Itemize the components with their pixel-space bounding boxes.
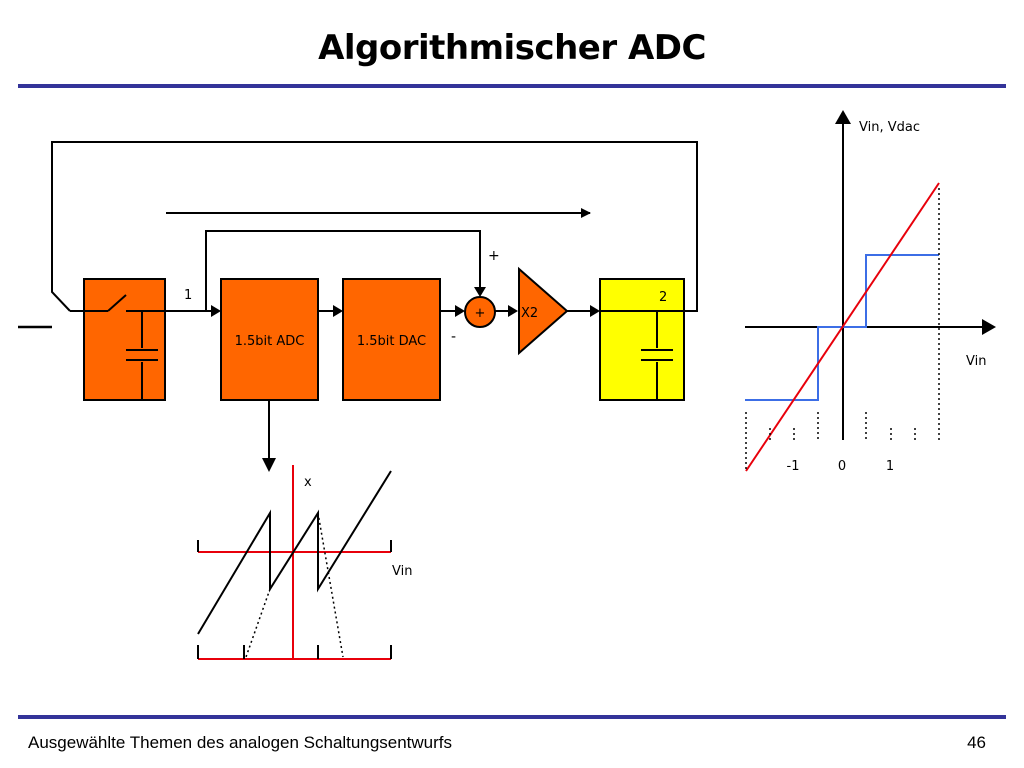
sample-hold-1-switch-cap [84, 294, 165, 400]
footer-rule [18, 715, 1006, 719]
dac-label: 1.5bit DAC [357, 334, 426, 349]
amplifier-x2-triangle [518, 266, 569, 356]
summer-plus-label: + [488, 248, 500, 264]
summer-plus-wire [205, 230, 481, 311]
summer-minus-label: - [451, 329, 456, 345]
vin-transfer-line [745, 182, 940, 472]
residue-sawtooth [197, 470, 392, 635]
slide-title: Algorithmischer ADC [318, 28, 706, 68]
node-2-label: 2 [659, 290, 667, 305]
sample-hold-2-cap [600, 310, 684, 400]
transfer-tick-0: 0 [838, 459, 846, 474]
page-number: 46 [967, 733, 986, 752]
residue-x-label: Vin [392, 564, 412, 579]
amplifier-x2-label: X2 [521, 306, 538, 321]
node-1-label: 1 [184, 288, 192, 303]
sh2-input-arrowhead [590, 305, 600, 317]
transfer-tick-minus-1: -1 [787, 459, 800, 474]
adc-block [220, 278, 319, 401]
residue-y-label: x [304, 475, 312, 490]
transfer-dotted-guides [745, 188, 940, 471]
transfer-y-label: Vin, Vdac [859, 120, 920, 135]
residue-plot: x Vin [197, 465, 412, 660]
residue-dotted-extension-right [317, 512, 344, 658]
footer-text: Ausgewählte Themen des analogen Schaltun… [28, 733, 453, 752]
dac-input-arrowhead [333, 305, 343, 317]
title-rule [18, 84, 1006, 88]
transfer-tick-1: 1 [886, 459, 894, 474]
transfer-y-axis-arrowhead [835, 110, 851, 124]
block-diagram: 1 + 1.5bit ADC 1.5bit DAC - + [18, 141, 698, 472]
amp-input-arrowhead [508, 305, 518, 317]
transfer-x-label: Vin [966, 354, 986, 369]
sample-hold-2-block [599, 278, 685, 401]
transfer-plot: Vin, Vdac Vin -1 0 1 [745, 110, 996, 474]
feedback-loop-wire [51, 141, 698, 312]
dac-block [342, 278, 441, 401]
adc-label: 1.5bit ADC [235, 334, 305, 349]
adc-output-arrowhead [262, 458, 276, 472]
adc-input-arrowhead [211, 305, 221, 317]
transfer-x-axis-arrowhead [982, 319, 996, 335]
summer-minus-arrowhead [455, 305, 465, 317]
residue-lower-ticks [197, 645, 392, 659]
residue-dotted-extension-left [245, 588, 271, 658]
sample-hold-1-block [83, 278, 166, 401]
summer-plus-arrowhead [474, 287, 486, 297]
summer-symbol: + [475, 306, 486, 321]
